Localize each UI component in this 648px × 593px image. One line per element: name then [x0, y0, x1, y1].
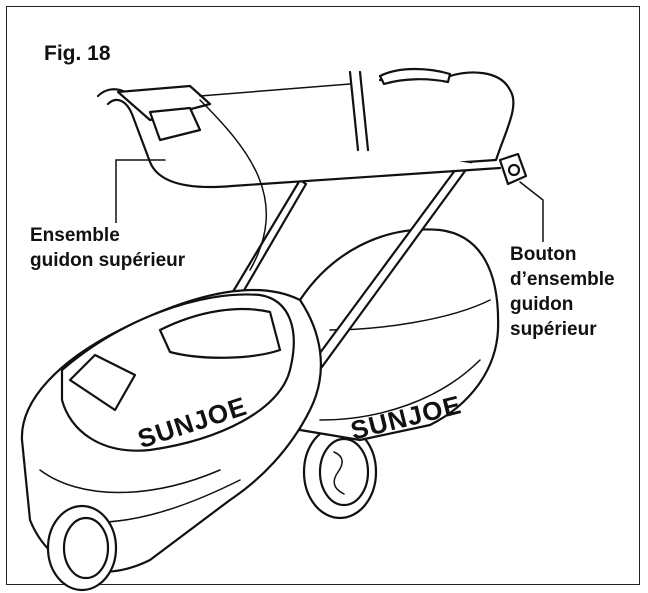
grass-catcher: SUNJOE: [298, 228, 500, 446]
callout-line: guidon: [510, 294, 574, 315]
callout-upper-handle-assembly: Ensemble guidon supérieur: [30, 223, 186, 273]
callout-upper-handle-knob: Bouton d’ensemble guidon supérieur: [510, 242, 615, 342]
figure-label: Fig. 18: [44, 42, 111, 65]
mower-deck: SUNJOE: [20, 288, 322, 573]
callout-line: Bouton: [510, 244, 577, 265]
front-wheel: [46, 504, 118, 592]
handle-knob-icon: [498, 152, 528, 186]
callout-line: guidon supérieur: [30, 250, 186, 271]
callout-line: supérieur: [510, 319, 597, 340]
leader-lines: [115, 159, 544, 246]
upper-handle-assembly: [96, 67, 515, 271]
callout-line: d’ensemble: [510, 269, 615, 290]
rear-wheel: [302, 424, 378, 520]
callout-line: Ensemble: [30, 225, 120, 246]
